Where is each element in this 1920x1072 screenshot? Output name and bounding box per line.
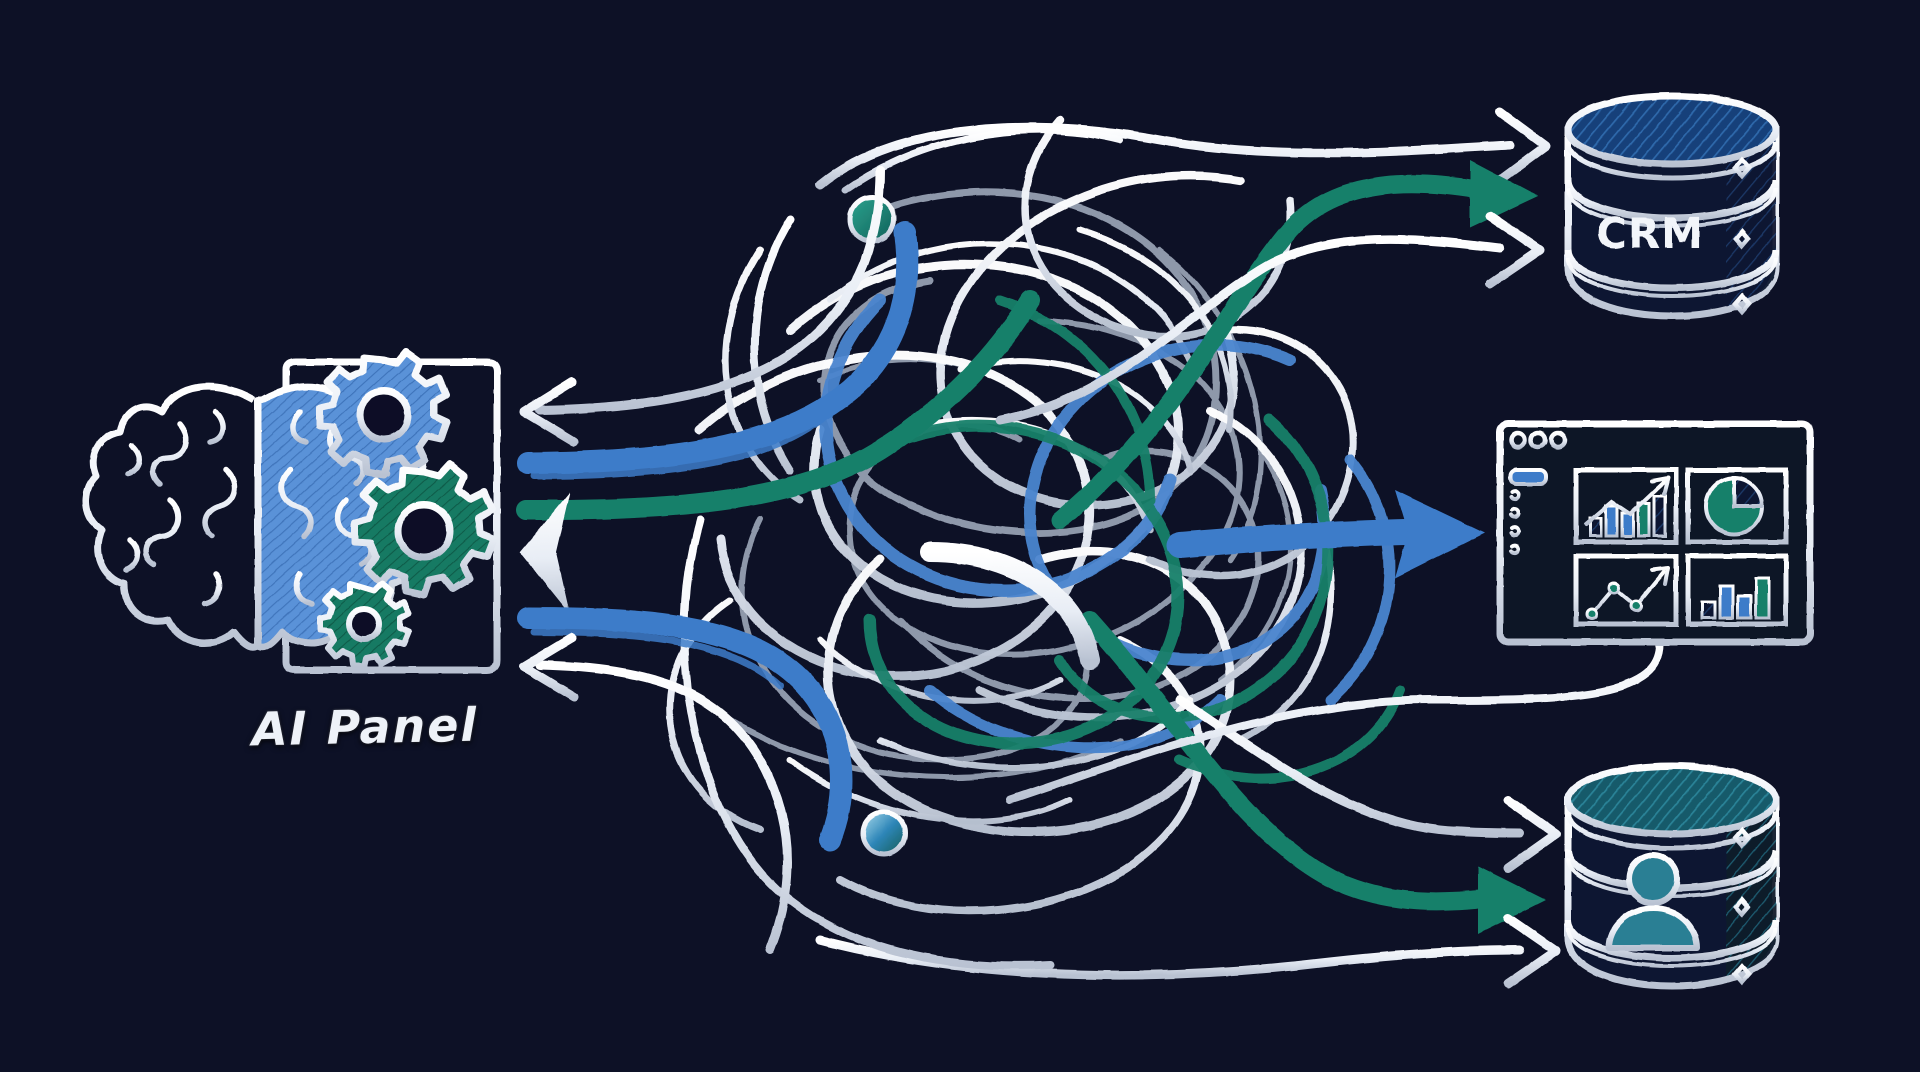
ai-panel-frame <box>282 358 501 674</box>
arrow-usersdb-green <box>1081 611 1546 934</box>
arrow-inbound-solid-white <box>520 492 1100 670</box>
node-dot-blue-lower <box>860 809 908 857</box>
arrow-dashboard-blue <box>1167 490 1485 578</box>
ai-panel-label: AI Panel <box>251 697 479 757</box>
crm-indicator-icon <box>1732 156 1752 316</box>
gear-large-green-icon <box>351 460 498 599</box>
users-db-indicator-icon <box>1732 826 1752 986</box>
dashboard-panel-pie-chart[interactable] <box>1685 467 1789 545</box>
arrow-usersdb-white-bottom <box>815 913 1561 989</box>
arrow-inbound-thin-white-bottom <box>519 633 792 955</box>
arrow-inbound-thin-white-top <box>519 165 885 447</box>
dashboard-sidebar[interactable] <box>1508 456 1555 642</box>
dashboard-sidebar-active-item[interactable] <box>1508 468 1548 486</box>
arrow-crm-white-bottom <box>995 211 1545 425</box>
dashboard-sidebar-menu-item[interactable] <box>1509 489 1548 556</box>
crm-band <box>1564 179 1780 299</box>
stripe-inbound-blue-lower <box>517 607 853 851</box>
dashboard-panel-line-chart[interactable] <box>1573 553 1679 627</box>
crm-label: CRM <box>1596 209 1704 258</box>
dashboard-node[interactable] <box>1496 420 1814 646</box>
ai-panel-node[interactable] <box>82 348 501 674</box>
crm-database-node[interactable]: CRM <box>1564 92 1780 320</box>
dashboard-panel-bar-chart-with-trend-arrow[interactable] <box>1573 467 1679 545</box>
gear-small-green-icon <box>317 580 412 670</box>
dashboard-panel-bar-chart[interactable] <box>1685 553 1789 627</box>
window-dots <box>1508 430 1568 450</box>
person-icon <box>1606 852 1700 951</box>
stripe-inbound-green <box>516 290 1040 521</box>
tangled-wires-cluster <box>665 116 1405 916</box>
users-database-node[interactable] <box>1564 762 1780 990</box>
gear-large-blue-icon <box>316 348 451 479</box>
arrow-crm-white-top <box>815 107 1551 190</box>
stripe-inbound-blue-upper <box>517 221 919 480</box>
arrow-crm-green <box>1051 160 1538 529</box>
arrow-usersdb-white-top <box>1175 695 1561 873</box>
